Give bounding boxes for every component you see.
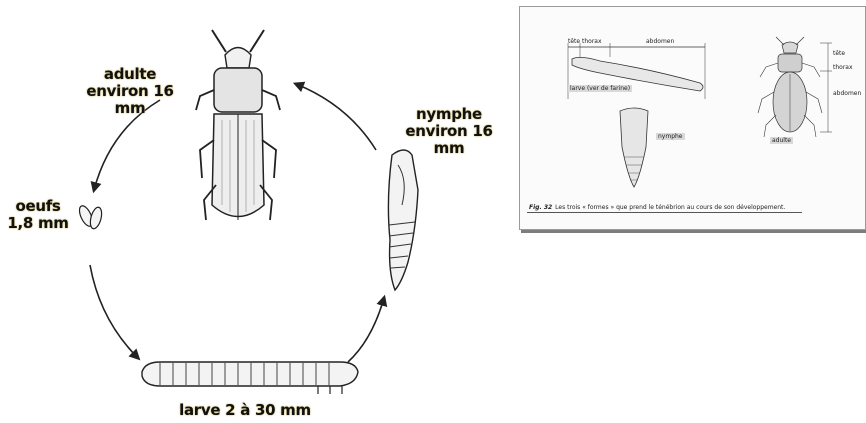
eggs-illustration [77,204,104,230]
nymph-illustration [388,150,418,290]
life-cycle-diagram [0,0,520,423]
arrow-eggs-to-larva [90,265,138,358]
arrow-nymph-to-adult [296,84,376,150]
adult-beetle-illustration [196,30,280,220]
eggs-label-line2: 1,8 mm [2,215,74,232]
inset-larva-caption: larve (ver de farine) [568,85,632,92]
inset-adult-drawing [758,37,832,137]
inset-nymph-caption: nymphe [656,133,685,140]
arrow-larva-to-nymph [348,298,384,362]
inset-adult-caption: adulte [770,137,793,144]
inset-adult-thorax-label: thorax [833,64,853,71]
inset-nymph-drawing [620,108,648,187]
figure-caption-text: Les trois « formes » que prend le ténébr… [555,204,785,211]
inset-adult-head-label: tête [833,50,845,57]
nymph-label: nymphe environ 16 mm [388,106,510,157]
inset-larva-abdomen-label: abdomen [646,38,674,45]
adult-label-line2: environ 16 mm [70,83,190,117]
nymph-label-line1: nymphe [388,106,510,123]
nymph-label-line2: environ 16 mm [388,123,510,157]
larva-illustration [142,362,358,394]
adult-label: adulte environ 16 mm [70,66,190,117]
adult-label-line1: adulte [70,66,190,83]
eggs-label-line1: oeufs [2,198,74,215]
larva-label: larve 2 à 30 mm [160,402,330,419]
inset-larva-thorax-label: thorax [582,38,602,45]
inset-adult-abdomen-label: abdomen [833,90,861,97]
figure-number: Fig. 32 [529,204,552,211]
larva-label-line1: larve 2 à 30 mm [160,402,330,419]
textbook-figure-inset: tête thorax abdomen larve (ver de farine… [519,6,866,230]
eggs-label: oeufs 1,8 mm [2,198,74,232]
inset-larva-head-label: tête [568,38,580,45]
